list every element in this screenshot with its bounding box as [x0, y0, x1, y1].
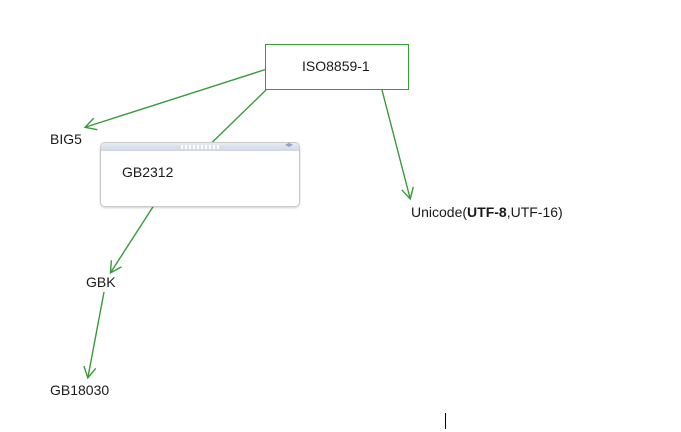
node-unicode-suffix: ,UTF-16) — [506, 204, 563, 220]
node-unicode-prefix: Unicode( — [411, 204, 468, 220]
grip-icon — [181, 145, 221, 149]
selected-node-card[interactable]: ◂▸ — [100, 140, 300, 207]
node-unicode[interactable]: Unicode(UTF-8,UTF-16) — [411, 204, 563, 220]
resize-arrows-icon[interactable]: ◂▸ — [284, 140, 293, 149]
card-drag-handle[interactable]: ◂▸ — [101, 140, 299, 151]
root-node-label: ISO8859-1 — [302, 58, 370, 74]
text-cursor — [445, 413, 446, 429]
node-unicode-bold: UTF-8 — [467, 204, 507, 220]
node-gb2312[interactable]: GB2312 — [122, 164, 174, 180]
node-gb18030[interactable]: GB18030 — [50, 382, 110, 398]
edge-gb2312-to-gbk — [109, 198, 159, 275]
edge-gbk-to-gb18030 — [83, 291, 105, 380]
edge-iso-to-big5 — [83, 68, 268, 131]
node-big5[interactable]: BIG5 — [50, 131, 82, 147]
edge-iso-to-unicode — [381, 89, 414, 201]
node-gbk[interactable]: GBK — [86, 274, 116, 290]
root-node[interactable] — [265, 44, 409, 90]
